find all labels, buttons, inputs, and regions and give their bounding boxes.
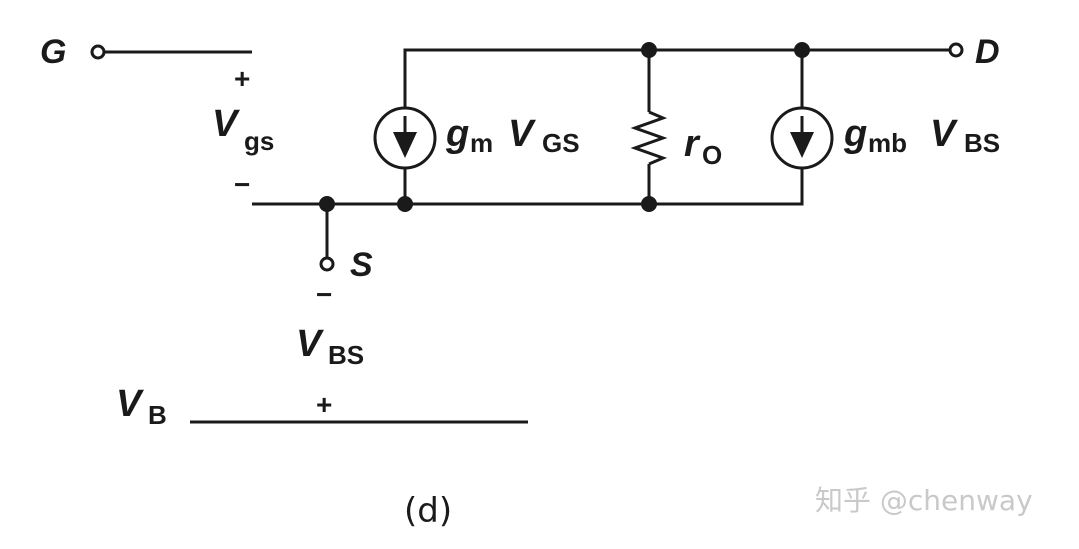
vgs-minus-sign: − bbox=[234, 169, 250, 200]
gmb-current-source bbox=[770, 50, 834, 170]
junction-dot bbox=[641, 196, 657, 212]
gmb-label-vsub: BS bbox=[964, 128, 1000, 158]
junction-dot bbox=[397, 196, 413, 212]
ro-resistor bbox=[630, 50, 668, 204]
vgs-plus-sign: + bbox=[234, 63, 250, 94]
junction-dot bbox=[794, 42, 810, 58]
vbs-minus-sign: − bbox=[316, 279, 332, 310]
gate-label: G bbox=[40, 33, 66, 71]
ro-label-sub: O bbox=[702, 140, 722, 170]
source-rail bbox=[252, 166, 804, 206]
drain-rail bbox=[403, 48, 950, 130]
gm-label-v: V bbox=[508, 113, 536, 155]
figure-caption: (d) bbox=[404, 491, 452, 531]
vgs-label-sub: gs bbox=[244, 126, 274, 156]
gm-current-source bbox=[373, 106, 437, 170]
watermark: 知乎 @chenway bbox=[815, 484, 1033, 517]
drain-terminal bbox=[948, 42, 964, 58]
gm-label-vsub: GS bbox=[542, 128, 580, 158]
source-label: S bbox=[350, 246, 373, 284]
gmb-label-sub: mb bbox=[868, 128, 907, 158]
junction-dot bbox=[641, 42, 657, 58]
vbs-plus-sign: + bbox=[316, 389, 332, 420]
vbs-label-sub: BS bbox=[328, 340, 364, 370]
gate-terminal bbox=[90, 44, 106, 60]
drain-label: D bbox=[975, 33, 1000, 71]
gmb-label-v: V bbox=[930, 113, 958, 155]
source-terminal bbox=[319, 256, 335, 272]
junction-dot bbox=[319, 196, 335, 212]
vbs-label-v: V bbox=[296, 323, 324, 365]
vb-label-v: V bbox=[116, 383, 144, 425]
ro-label-r: r bbox=[684, 123, 701, 165]
vgs-label-v: V bbox=[212, 103, 240, 145]
gm-label-sub: m bbox=[470, 128, 493, 158]
vb-label-sub: B bbox=[148, 400, 167, 430]
gm-label-g: g bbox=[445, 113, 469, 155]
gmb-label-g: g bbox=[843, 113, 867, 155]
